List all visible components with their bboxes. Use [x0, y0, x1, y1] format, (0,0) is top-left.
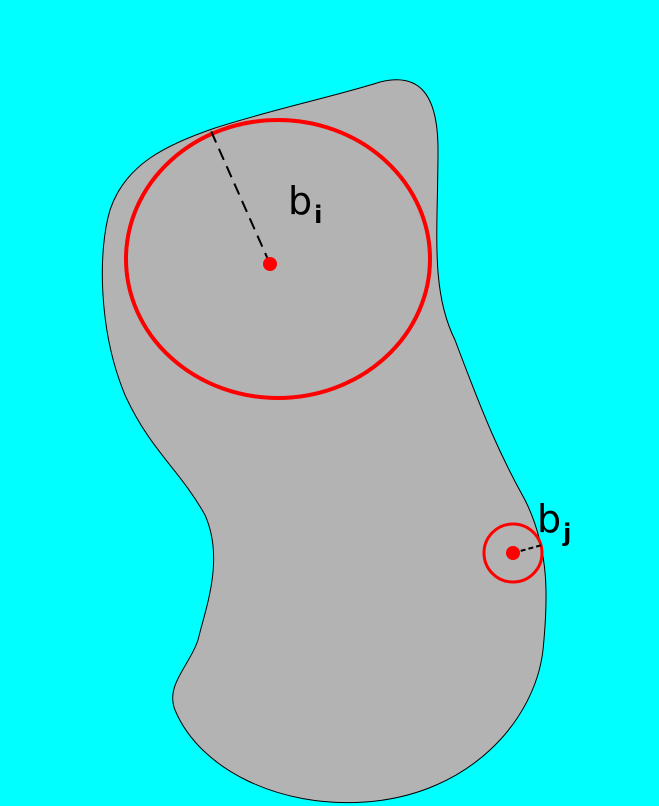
small-ball-circle — [482, 522, 544, 584]
small-ball-label: bj — [537, 497, 571, 547]
irregular-region — [101, 79, 547, 804]
large-ball-center-point — [263, 257, 277, 271]
large-ball-label-base: b — [288, 179, 312, 223]
large-ball-circle — [124, 118, 432, 400]
small-ball-center-point — [506, 546, 520, 560]
large-ball-radius-line — [210, 130, 271, 265]
large-ball-label-subscript: i — [314, 201, 322, 229]
small-ball-label-subscript: j — [562, 519, 571, 547]
small-ball-radius-line — [512, 544, 543, 554]
small-ball-label-base: b — [537, 497, 561, 541]
large-ball-label: bi — [288, 179, 322, 229]
